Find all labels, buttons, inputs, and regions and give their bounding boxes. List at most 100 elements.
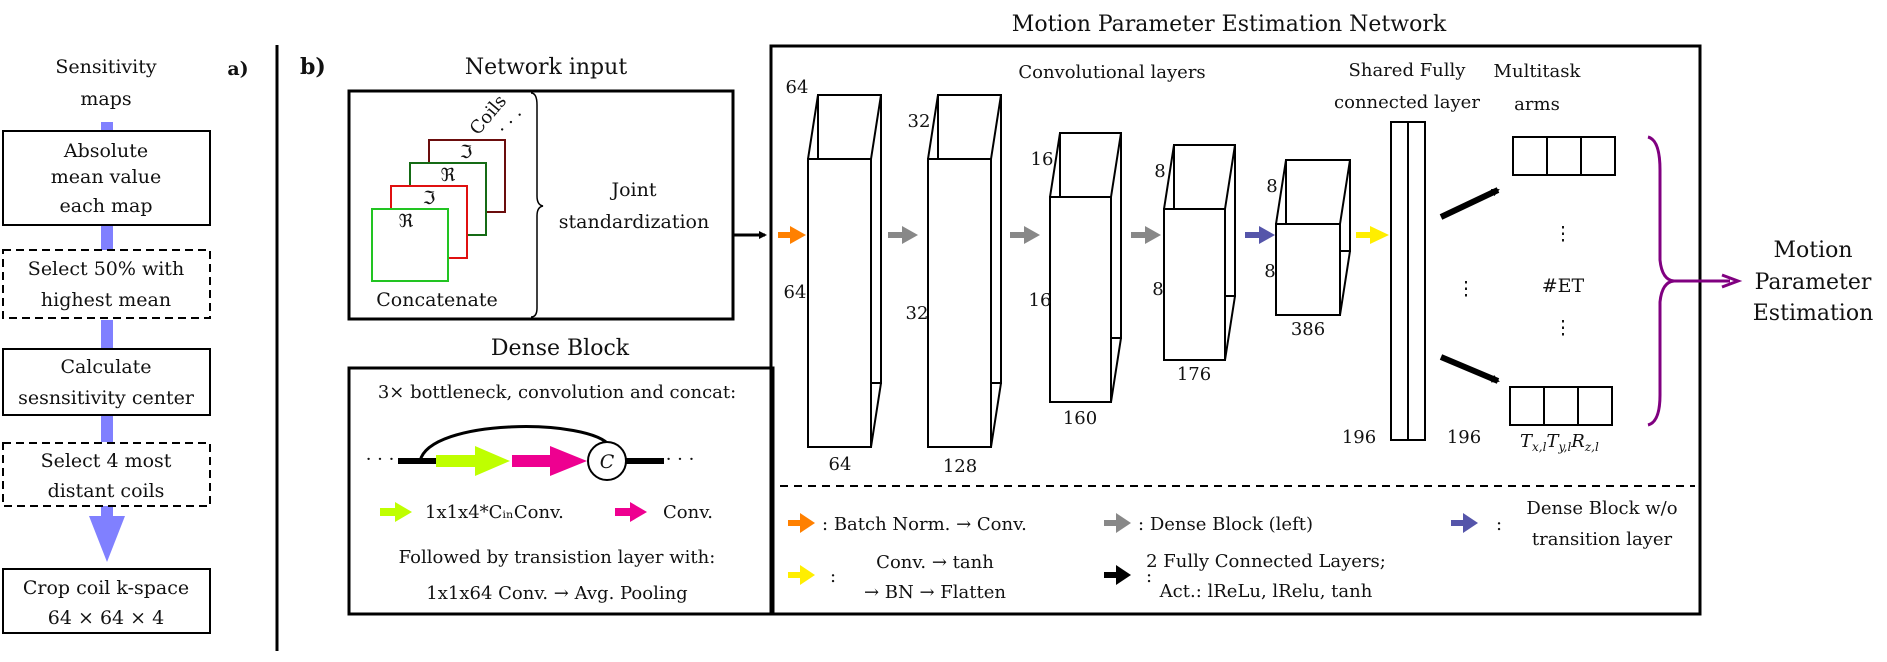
step-box-3 [2, 348, 211, 416]
legend-black-line1: 2 Fully Connected Layers; [1146, 551, 1386, 572]
block-height-label: 64 [784, 282, 807, 303]
fc-title-line2: connected layer [1334, 92, 1480, 113]
arms-dots-bottom: ⋮ [1554, 317, 1573, 339]
arms-title-line1: Multitask [1494, 61, 1582, 82]
network-box [769, 44, 1702, 616]
imag-symbol: ℑ [460, 142, 473, 163]
output-label-line1: Motion [1773, 238, 1852, 263]
network-title: Motion Parameter Estimation Network [1012, 12, 1447, 37]
arms-title-line2: arms [1514, 94, 1560, 115]
block-channels-label: 64 [829, 454, 852, 475]
dense-block-box [347, 366, 775, 616]
bottleneck-legend-label: 1x1x4*CᵢₙConv. [425, 502, 564, 523]
brace-icon [530, 92, 544, 318]
legend-orange-arrow-icon [788, 513, 815, 533]
network-input-title: Network input [465, 55, 627, 80]
block-depth-label: 8 [1266, 176, 1277, 197]
dense-arrow-icon [1010, 226, 1040, 244]
concatenate-label: Concatenate [376, 289, 498, 311]
estimation-network: Motion Parameter Estimation Network Conv… [769, 12, 1873, 616]
standardization-line2: standardization [559, 211, 710, 233]
block-depth-label: 64 [786, 77, 809, 98]
block-front-face [927, 158, 992, 448]
network-input-block: Network input ℑ ℜ ℑ ℜ Coils · · · Concat… [347, 55, 767, 321]
bn-conv-arrow-icon [778, 226, 806, 244]
arms-dots-top: ⋮ [1554, 223, 1573, 245]
block-channels-label: 128 [943, 456, 977, 477]
step-4-line2: distant coils [48, 480, 165, 502]
real-symbol: ℜ [399, 211, 414, 232]
step-5-line2: 64 × 64 × 4 [48, 607, 164, 629]
block-height-label: 8 [1264, 261, 1275, 282]
conv-block: 8 8 386 [1264, 159, 1351, 340]
panel-a: a) Sensitivity maps Absolute mean value … [2, 56, 249, 634]
step-box-4 [2, 442, 211, 507]
dense-no-transition-arrow-icon [1245, 226, 1275, 244]
step-box-2 [2, 249, 211, 319]
legend-gray-label: : Dense Block (left) [1138, 514, 1313, 535]
legend-yellow-sep: : [830, 566, 836, 587]
fc-dots: ⋮ [1457, 278, 1476, 300]
bottleneck-arrow-icon [436, 446, 510, 476]
step-1-line1: Absolute [63, 140, 148, 162]
block-height-label: 32 [906, 303, 929, 324]
block-front-face [1163, 208, 1226, 361]
conv-block: 16 16 160 [1029, 132, 1122, 429]
block-depth-label: 32 [908, 111, 931, 132]
dense-block: Dense Block 3× bottleneck, convolution a… [347, 336, 775, 616]
ellipsis-left: · · · [366, 449, 395, 470]
block-front-face [1049, 196, 1112, 403]
dense-block-heading: 3× bottleneck, convolution and concat: [378, 382, 736, 403]
coil-frame-1 [371, 208, 449, 282]
dense-block-title: Dense Block [491, 336, 630, 361]
legend-blue-line2: transition layer [1532, 529, 1673, 550]
step-2-line1: Select 50% with [28, 258, 184, 280]
block-depth-label: 16 [1031, 149, 1054, 170]
step-3-line1: Calculate [60, 356, 151, 378]
conv-block: 32 32 128 [906, 94, 1002, 477]
output-brace-icon [1647, 135, 1675, 427]
block-height-label: 16 [1029, 290, 1052, 311]
conv-block: 64 64 64 [784, 77, 882, 475]
legend-blue-sep: : [1496, 514, 1502, 535]
dense-footer-line1: Followed by transistion layer with: [399, 547, 716, 568]
step-5-line1: Crop coil k-space [23, 577, 189, 599]
output-arrow-icon [1721, 273, 1743, 289]
legend: : Batch Norm. → Conv. : Dense Block (lef… [788, 498, 1678, 603]
legend-black-arrow-icon [1104, 565, 1131, 585]
legend-orange-label: : Batch Norm. → Conv. [822, 514, 1027, 535]
fc-in-size: 196 [1342, 427, 1376, 448]
arm-top [1512, 136, 1616, 176]
flow-connector [101, 506, 113, 518]
legend-black-sep: : [1146, 566, 1152, 587]
legend-black-line2: Act.: lReLu, lRelu, tanh [1159, 581, 1373, 602]
flow-arrow-down-icon [89, 516, 125, 562]
ellipsis-right: · · · [666, 449, 695, 470]
arm-bottom [1509, 386, 1613, 426]
step-box-5 [2, 568, 211, 634]
panel-a-label: a) [227, 58, 248, 80]
block-channels-label: 386 [1291, 319, 1325, 340]
input-label-line2: maps [80, 88, 131, 110]
step-1-line2: mean value [51, 166, 161, 188]
legend-gray-arrow-icon [1104, 513, 1131, 533]
fc-title-line1: Shared Fully [1349, 60, 1467, 81]
block-channels-label: 160 [1063, 408, 1097, 429]
skip-connection [418, 425, 612, 462]
panel-b-label: b) [300, 54, 326, 80]
fc-arrow-bottom-icon [1439, 354, 1500, 384]
dense-footer-line2: 1x1x64 Conv. → Avg. Pooling [426, 583, 687, 604]
fc-out-size: 196 [1447, 427, 1481, 448]
concat-symbol: C [600, 451, 615, 473]
imag-symbol: ℑ [423, 188, 436, 209]
step-box-1 [2, 130, 211, 226]
dense-arrow-icon [888, 226, 918, 244]
step-3-line2: sesnsitivity center [18, 387, 195, 409]
block-depth-label: 8 [1154, 161, 1165, 182]
output-label-line2: Parameter [1755, 270, 1872, 295]
step-1-line3: each map [60, 195, 153, 217]
block-height-label: 8 [1152, 279, 1163, 300]
